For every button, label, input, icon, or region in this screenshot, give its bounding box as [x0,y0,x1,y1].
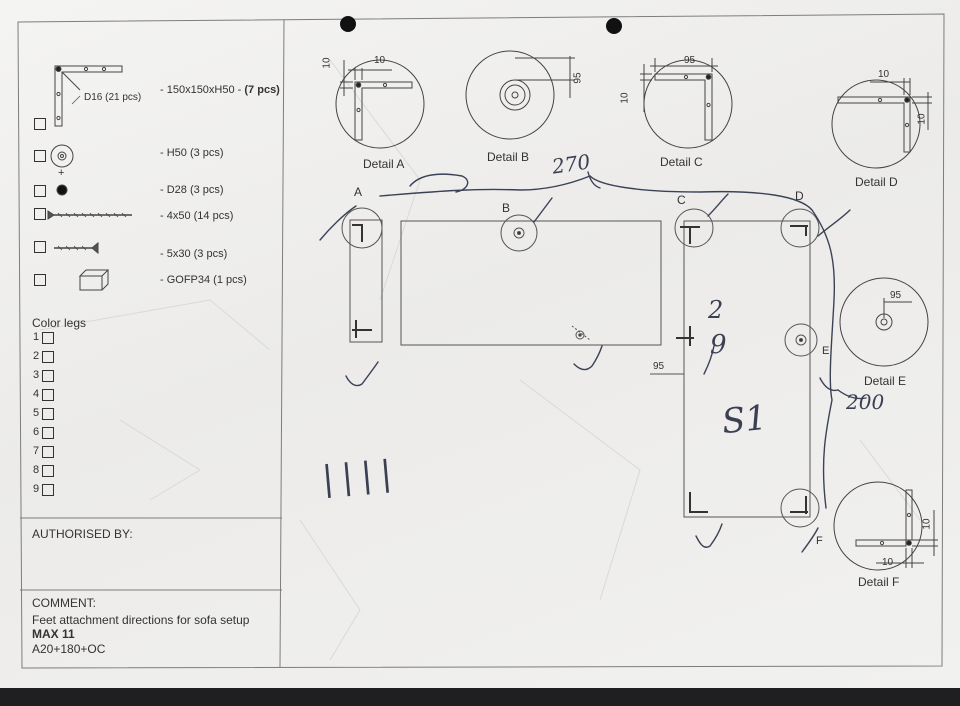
point-label-c: C [677,193,686,207]
legend-item-1: - 150x150xH50 - (7 pcs) [160,84,280,96]
handwritten-tally: |||| [320,452,402,500]
dowel-icon [56,184,68,196]
detail-e-title: Detail E [864,374,907,388]
punch-hole [340,16,356,32]
color-leg-number: 1 [33,331,40,343]
detail-f-drawing [833,481,938,571]
legend-item-6: - GOFP34 (1 pcs) [160,274,247,286]
legend-checkbox-2[interactable] [34,150,46,162]
color-leg-number: 5 [33,407,40,419]
comment-line-3: A20+180+OC [32,642,106,656]
point-label-a: A [354,185,363,199]
color-leg-number: 4 [33,388,40,400]
detail-c-dim-side: 10 [619,92,631,104]
detail-a-dim-top: 10 [374,55,386,66]
color-leg-checkbox[interactable] [42,465,54,477]
detail-d-dim-side: 10 [916,113,928,125]
color-leg-number: 9 [33,483,40,495]
detail-e-drawing [839,277,929,367]
color-leg-number: 2 [33,350,40,362]
legend-note-d16: D16 (21 pcs) [84,92,142,103]
screw-5x30-icon [54,241,99,255]
color-leg-number: 3 [33,369,40,381]
module-a-outline [341,207,383,343]
legend-checkbox-3[interactable] [34,185,46,197]
handwritten-2: 2 [708,296,724,324]
color-leg-number: 8 [33,464,40,476]
drawing-frame [17,13,945,669]
detail-a-title: Detail A [363,157,405,171]
detail-d-drawing [831,78,932,169]
detail-f-title: Detail F [858,575,900,589]
legend-checkbox-5[interactable] [34,241,46,253]
detail-b-title: Detail B [487,150,530,164]
point-label-b: B [502,201,511,215]
detail-f-dim-side: 10 [921,518,933,530]
legend-item-4: - 4x50 (14 pcs) [160,210,234,222]
comment-label: COMMENT: [32,596,96,610]
detail-c-title: Detail C [660,155,703,169]
detail-b-dim: 95 [572,72,584,84]
legend-checkbox-6[interactable] [34,274,46,286]
legend-item-1-qty: (7 pcs) [244,84,280,96]
module-dim-95: 95 [653,361,665,372]
detail-a-dim-side: 10 [321,57,333,69]
color-leg-checkbox[interactable] [42,370,54,382]
handwritten-200: 200 [846,390,885,414]
color-leg-checkbox[interactable] [42,351,54,363]
desk-background [0,688,960,706]
detail-e-dim: 95 [890,290,902,301]
detail-d-title: Detail D [855,175,898,189]
detail-b-drawing [465,50,575,140]
point-label-d: D [795,189,804,203]
drawing-sheet: D16 (21 pcs) - 150x150xH50 - (7 pcs) - H… [0,0,960,690]
handwritten-marks [319,171,867,553]
legend-plus: + [58,167,65,179]
legend-checkbox-1[interactable] [34,118,46,130]
color-leg-checkbox[interactable] [42,484,54,496]
spacer-icon [50,144,74,168]
color-leg-checkbox[interactable] [42,427,54,439]
point-label-e: E [822,345,830,357]
color-leg-number: 6 [33,426,40,438]
screw-4x50-icon [47,210,132,220]
detail-c-drawing [640,58,733,149]
point-label-f: F [816,535,823,547]
color-leg-checkbox[interactable] [42,408,54,420]
bracket-icon [54,65,123,127]
note-leader [71,95,81,105]
color-leg-number: 7 [33,445,40,457]
punch-hole [606,18,622,34]
comment-line-1: Feet attachment directions for sofa setu… [32,613,250,627]
legend-item-1-desc: - 150x150xH50 - [160,84,245,96]
legend-checkbox-4[interactable] [34,208,46,220]
legend-item-2: - H50 (3 pcs) [160,147,224,159]
detail-a-drawing [335,59,425,149]
color-leg-checkbox[interactable] [42,332,54,344]
detail-c-dim-top: 95 [684,55,696,66]
detail-f-dim-bottom: 10 [882,557,894,568]
color-leg-checkbox[interactable] [42,389,54,401]
legend-item-5: - 5x30 (3 pcs) [160,248,228,260]
comment-line-2: MAX 11 [32,627,75,641]
authorised-label: AUTHORISED BY: [32,527,133,541]
handwritten-s1: S1 [720,397,769,443]
color-leg-checkbox[interactable] [42,446,54,458]
module-b-outline [400,214,662,346]
technical-drawing [17,13,945,669]
detail-d-dim-top: 10 [878,69,890,80]
legend-item-3: - D28 (3 pcs) [160,184,224,196]
module-c-outline [650,208,820,528]
paper-creases [39,59,921,661]
handwritten-9: 9 [710,330,727,360]
color-legs-title: Color legs [32,316,87,330]
glue-box-icon [78,269,110,291]
